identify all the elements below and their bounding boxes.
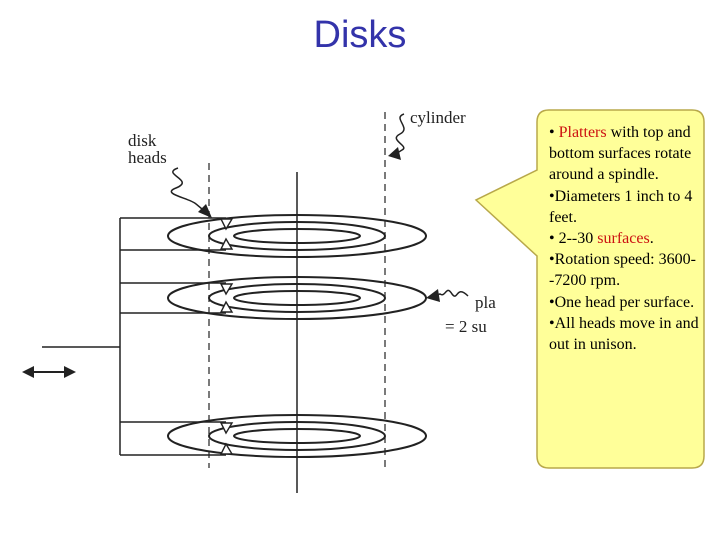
- platters-highlight: Platters: [558, 124, 607, 141]
- surfaces-highlight: surfaces: [597, 230, 650, 248]
- head-arms: [42, 217, 226, 456]
- callout-bubble: [474, 109, 705, 469]
- platter-label-line2: = 2 su: [445, 317, 487, 336]
- cylinder-label: cylinder: [410, 108, 466, 127]
- actuator-arrow-icon: [22, 366, 76, 378]
- disk-head-markers: [219, 218, 234, 455]
- bullet-rotation: •Rotation speed: 3600--7200 rpm.: [549, 251, 696, 290]
- heads-label: heads: [128, 148, 167, 167]
- heads-pointer-arrow: [170, 167, 212, 218]
- platter-1: [167, 214, 427, 258]
- page-title: Disks: [313, 14, 407, 56]
- bullet-heads: •One head per surface.: [549, 293, 695, 311]
- platter-pointer-arrow: [426, 289, 469, 302]
- platter-label-line1: pla: [475, 293, 496, 312]
- bullet-unison: •All heads move in and out in unison.: [549, 314, 699, 354]
- bullet-surfaces: • 2--30 surfaces.: [549, 230, 654, 248]
- bullet-diameters: •Diameters 1 inch to 4 feet.: [549, 187, 693, 226]
- bullet-platters: • Platters with top and bottom surfaces …: [549, 124, 692, 184]
- cylinder-pointer-arrow: [388, 113, 405, 160]
- disk-label: disk: [128, 131, 157, 150]
- platter-3: [167, 414, 427, 458]
- callout-text: • Platters with top and bottom surfaces …: [549, 122, 699, 355]
